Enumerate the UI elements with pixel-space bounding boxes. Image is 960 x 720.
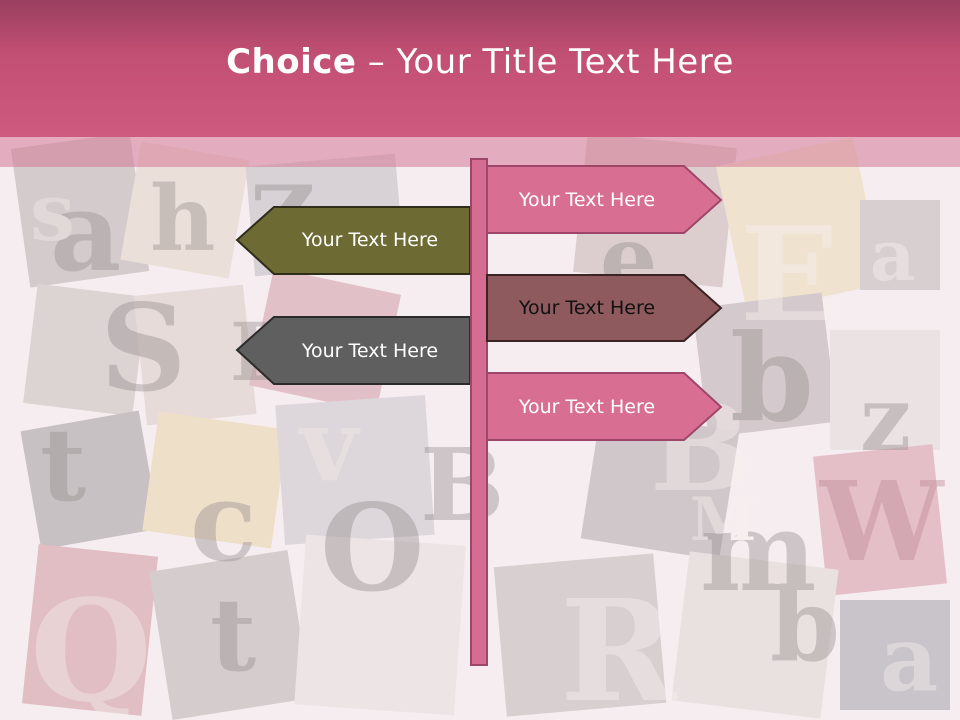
sign-right-1: Your Text Here [486,165,723,234]
sign-right-2: Your Text Here [486,274,723,342]
title-rest: Your Title Text Here [396,41,734,82]
sign-right-2-label: Your Text Here [518,297,655,319]
sign-left-top-label: Your Text Here [301,229,438,251]
sign-left-top: Your Text Here [235,206,471,275]
title-bar: Choice – Your Title Text Here [0,0,960,137]
sign-right-3: Your Text Here [486,372,723,441]
sign-right-1-label: Your Text Here [518,189,655,211]
sign-left-bottom: Your Text Here [235,316,471,385]
title-separator: – [356,41,397,82]
sign-left-bottom-label: Your Text Here [301,340,438,362]
signpost-pole [470,158,488,666]
title-bold: Choice [226,41,357,82]
sign-right-3-label: Your Text Here [518,396,655,418]
slide-title: Choice – Your Title Text Here [226,42,734,82]
